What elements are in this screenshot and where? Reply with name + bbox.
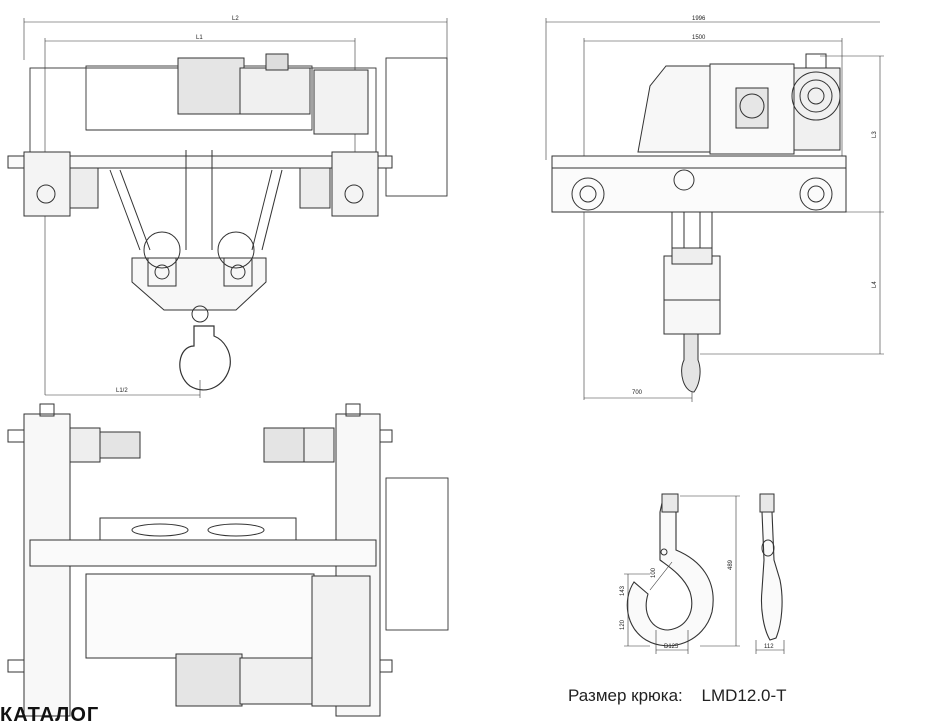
dim-l3: L3 — [872, 131, 878, 138]
dim-489: 489 — [728, 559, 734, 570]
dim-l1: L1 — [196, 35, 203, 41]
cut-off-heading: КАТАЛОГ — [0, 704, 100, 726]
dim-1996: 1996 — [692, 16, 706, 22]
dim-143: 143 — [620, 585, 626, 596]
hook-detail: 489 100 143 120 D125 112 — [620, 493, 785, 654]
dim-l2: L2 — [232, 16, 239, 22]
hook-size-caption: Размер крюка: LMD12.0-T — [568, 686, 787, 706]
caption-model: LMD12.0-T — [701, 686, 787, 705]
dim-700: 700 — [632, 390, 643, 396]
top-view — [7, 403, 449, 717]
side-view: 1996 1500 L3 L4 700 — [545, 16, 884, 402]
dim-l4: L4 — [872, 281, 878, 288]
dim-1500: 1500 — [692, 35, 706, 41]
dim-100: 100 — [651, 567, 657, 578]
front-view: L2 L1 L1/2 — [7, 16, 448, 398]
caption-label: Размер крюка: — [568, 686, 683, 705]
dim-l1-half: L1/2 — [116, 388, 128, 394]
dim-d125: D125 — [664, 644, 679, 650]
dim-112: 112 — [764, 644, 774, 650]
dim-120: 120 — [620, 619, 626, 630]
